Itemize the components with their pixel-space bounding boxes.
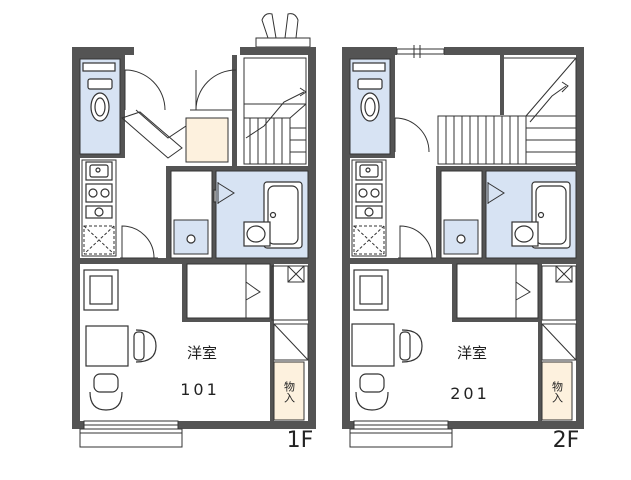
outer-walls-2f bbox=[342, 47, 584, 429]
top-double-door-1f bbox=[255, 13, 311, 48]
desk-icon bbox=[351, 323, 395, 367]
shoe-closet-1f bbox=[185, 117, 229, 163]
bedroom-closet-1f bbox=[186, 263, 309, 321]
stove-icon bbox=[85, 183, 113, 203]
toilet-room-1f bbox=[79, 58, 121, 155]
interior-walls-1f bbox=[80, 55, 308, 422]
bathtub-icon bbox=[263, 181, 303, 249]
desk-icon bbox=[85, 325, 129, 367]
window-icon bbox=[349, 420, 453, 448]
bathtub-icon bbox=[531, 181, 571, 249]
room-type-label: 洋室 bbox=[457, 344, 487, 362]
room-number-label: 101 bbox=[180, 380, 220, 399]
washer-icon bbox=[83, 225, 115, 255]
outer-walls-1f bbox=[72, 47, 316, 429]
room-number-label: 201 bbox=[450, 384, 490, 403]
floor-plan-2f: 物入 洋室 201 2F bbox=[342, 45, 584, 453]
chair-icon bbox=[355, 373, 389, 411]
bedroom-closet-2f bbox=[456, 263, 577, 321]
bathroom-2f bbox=[485, 170, 577, 259]
stairs-icon bbox=[243, 57, 307, 165]
room-type-label: 洋室 bbox=[187, 344, 217, 362]
bathroom-1f bbox=[215, 170, 309, 259]
sink-icon bbox=[355, 161, 383, 181]
storage-label: 物入 bbox=[283, 380, 296, 403]
floor-label: 2F bbox=[553, 428, 580, 453]
chair-icon bbox=[133, 329, 157, 363]
interior-walls-2f bbox=[350, 55, 576, 422]
toilet-icon bbox=[357, 78, 383, 122]
kitchen-1f bbox=[81, 159, 158, 259]
storage-closet-2f: 物入 bbox=[541, 323, 577, 421]
toilet-room-2f bbox=[349, 58, 391, 155]
sink-icon bbox=[511, 221, 539, 247]
chair-icon bbox=[89, 373, 123, 411]
storage-label: 物入 bbox=[551, 380, 564, 403]
bed-icon bbox=[353, 269, 389, 311]
stove-icon bbox=[355, 183, 383, 203]
stairs-icon bbox=[437, 57, 577, 165]
washroom-2f bbox=[440, 170, 483, 259]
window-icon bbox=[79, 420, 183, 448]
washroom-1f bbox=[170, 170, 219, 259]
bed-icon bbox=[83, 269, 119, 311]
toilet-icon bbox=[87, 78, 113, 122]
sink-icon bbox=[85, 161, 113, 181]
door-swing-icon bbox=[121, 69, 237, 159]
floor-plan-1f: 物入 洋室 101 1F bbox=[72, 13, 316, 453]
door-swing-icon bbox=[394, 117, 430, 153]
window-icon bbox=[396, 45, 445, 58]
sink-icon bbox=[243, 221, 271, 247]
storage-closet-1f: 物入 bbox=[273, 323, 309, 421]
chair-icon bbox=[399, 329, 423, 363]
washer-icon bbox=[353, 225, 385, 255]
floor-label: 1F bbox=[287, 428, 314, 453]
kitchen-2f bbox=[351, 159, 436, 259]
